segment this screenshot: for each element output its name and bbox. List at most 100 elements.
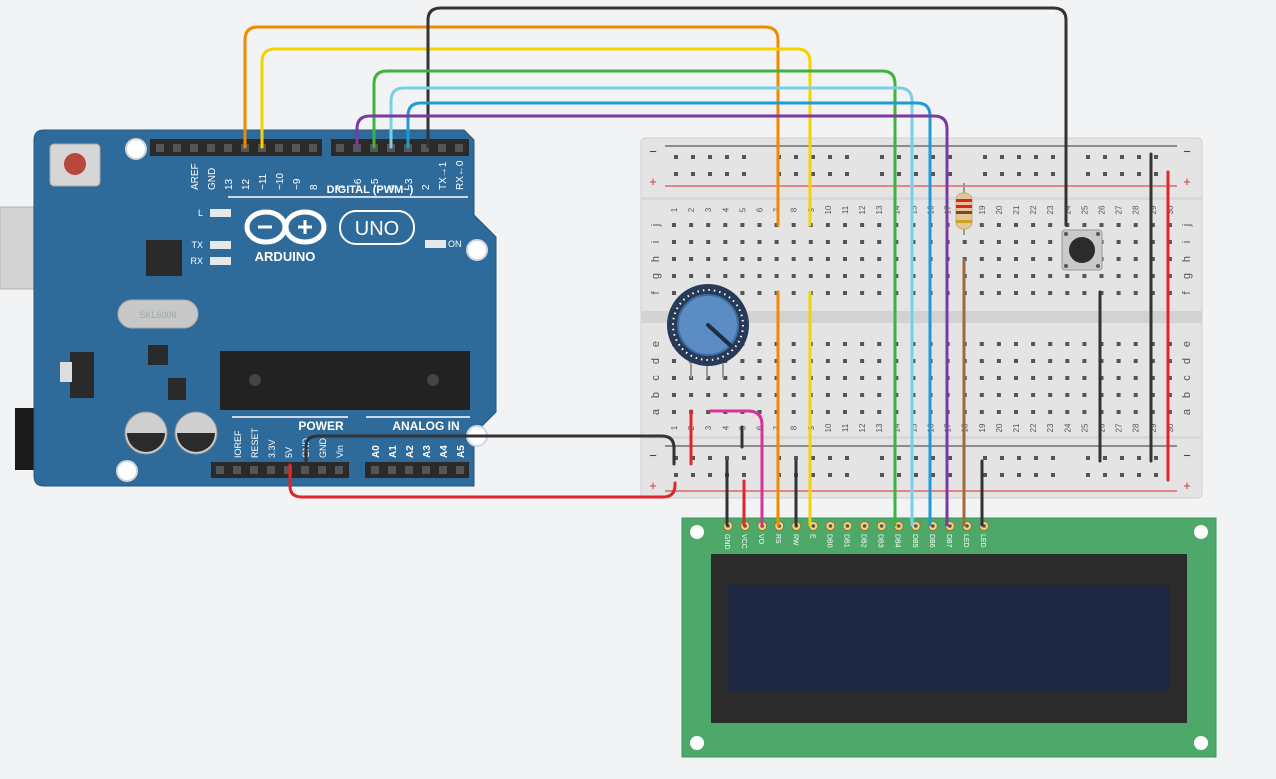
header-pin-hole[interactable] [455, 144, 463, 152]
wire-pin11-to-e[interactable] [260, 47, 812, 227]
rail-hole[interactable] [708, 155, 712, 159]
breadboard-hole[interactable] [1116, 291, 1121, 295]
breadboard-hole[interactable] [740, 274, 745, 278]
header-pin-hole[interactable] [216, 466, 224, 474]
breadboard-hole[interactable] [1082, 291, 1087, 295]
breadboard-hole[interactable] [962, 240, 967, 244]
breadboard[interactable]: − + − + − + − + 112233445566778899101011… [640, 137, 1203, 499]
breadboard-hole[interactable] [1167, 410, 1172, 414]
header-pin-hole[interactable] [156, 144, 164, 152]
rail-hole[interactable] [897, 473, 901, 477]
header-pin-hole[interactable] [439, 466, 447, 474]
rail-hole[interactable] [742, 172, 746, 176]
breadboard-hole[interactable] [791, 274, 796, 278]
breadboard-hole[interactable] [843, 393, 847, 397]
breadboard-hole[interactable] [1031, 359, 1036, 363]
breadboard-hole[interactable] [706, 223, 711, 227]
rail-hole[interactable] [1034, 155, 1038, 159]
breadboard-hole[interactable] [1048, 223, 1053, 227]
breadboard-hole[interactable] [1082, 274, 1087, 278]
breadboard-hole[interactable] [1133, 240, 1138, 244]
rail-hole[interactable] [914, 155, 918, 159]
breadboard-hole[interactable] [1167, 376, 1172, 380]
breadboard-hole[interactable] [1048, 240, 1053, 244]
breadboard-hole[interactable] [1150, 223, 1155, 227]
breadboard-hole[interactable] [1014, 240, 1018, 244]
breadboard-hole[interactable] [1116, 274, 1121, 278]
breadboard-hole[interactable] [808, 257, 813, 261]
breadboard-hole[interactable] [843, 342, 847, 346]
rail-hole[interactable] [880, 456, 884, 460]
header-pin-hole[interactable] [224, 144, 232, 152]
breadboard-hole[interactable] [1150, 410, 1155, 414]
rail-hole[interactable] [931, 473, 935, 477]
rail-hole[interactable] [983, 172, 987, 176]
breadboard-hole[interactable] [1065, 291, 1070, 295]
breadboard-hole[interactable] [1048, 393, 1053, 397]
breadboard-hole[interactable] [1133, 342, 1138, 346]
breadboard-hole[interactable] [979, 410, 984, 414]
breadboard-hole[interactable] [877, 342, 882, 346]
rail-hole[interactable] [948, 155, 952, 159]
rail-hole[interactable] [1017, 473, 1021, 477]
breadboard-hole[interactable] [979, 240, 984, 244]
pushbutton[interactable] [1061, 229, 1103, 271]
breadboard-hole[interactable] [757, 342, 762, 346]
header-pin-hole[interactable] [173, 144, 181, 152]
breadboard-hole[interactable] [860, 223, 865, 227]
resistor[interactable] [955, 183, 973, 235]
rail-hole[interactable] [811, 456, 815, 460]
breadboard-hole[interactable] [843, 291, 847, 295]
rail-hole[interactable] [708, 172, 712, 176]
header-pin-hole[interactable] [233, 466, 241, 474]
rail-hole[interactable] [674, 155, 678, 159]
breadboard-hole[interactable] [877, 359, 882, 363]
breadboard-hole[interactable] [791, 359, 796, 363]
breadboard-hole[interactable] [825, 410, 830, 414]
rail-hole[interactable] [1120, 172, 1124, 176]
rail-hole[interactable] [794, 456, 798, 460]
breadboard-hole[interactable] [996, 342, 1001, 346]
breadboard-hole[interactable] [774, 240, 779, 244]
breadboard-hole[interactable] [1014, 257, 1018, 261]
breadboard-hole[interactable] [672, 240, 676, 244]
breadboard-hole[interactable] [860, 240, 865, 244]
breadboard-hole[interactable] [1133, 376, 1138, 380]
rail-hole[interactable] [845, 155, 849, 159]
breadboard-hole[interactable] [774, 257, 779, 261]
breadboard-hole[interactable] [706, 376, 711, 380]
rail-hole[interactable] [1051, 473, 1055, 477]
breadboard-hole[interactable] [723, 257, 728, 261]
breadboard-hole[interactable] [740, 257, 745, 261]
breadboard-hole[interactable] [825, 359, 830, 363]
breadboard-hole[interactable] [860, 342, 865, 346]
rail-hole[interactable] [725, 172, 729, 176]
rail-hole[interactable] [1017, 456, 1021, 460]
breadboard-hole[interactable] [1014, 274, 1018, 278]
breadboard-hole[interactable] [825, 342, 830, 346]
header-pin-hole[interactable] [301, 466, 309, 474]
rail-hole[interactable] [880, 473, 884, 477]
rail-hole[interactable] [1086, 155, 1090, 159]
breadboard-hole[interactable] [1065, 393, 1070, 397]
breadboard-hole[interactable] [1065, 410, 1070, 414]
rail-hole[interactable] [1051, 172, 1055, 176]
breadboard-hole[interactable] [1116, 342, 1121, 346]
rail-hole[interactable] [897, 456, 901, 460]
breadboard-hole[interactable] [1048, 274, 1053, 278]
breadboard-hole[interactable] [843, 410, 847, 414]
breadboard-hole[interactable] [1167, 393, 1172, 397]
header-pin-hole[interactable] [250, 466, 258, 474]
breadboard-hole[interactable] [1065, 359, 1070, 363]
breadboard-hole[interactable] [1116, 359, 1121, 363]
rail-hole[interactable] [1051, 456, 1055, 460]
potentiometer[interactable] [667, 284, 749, 378]
header-pin-hole[interactable] [267, 466, 275, 474]
rail-hole[interactable] [691, 473, 695, 477]
header-pin-hole[interactable] [284, 466, 292, 474]
breadboard-hole[interactable] [860, 376, 865, 380]
rail-hole[interactable] [914, 473, 918, 477]
breadboard-hole[interactable] [825, 274, 830, 278]
rail-hole[interactable] [828, 172, 832, 176]
breadboard-hole[interactable] [740, 223, 745, 227]
